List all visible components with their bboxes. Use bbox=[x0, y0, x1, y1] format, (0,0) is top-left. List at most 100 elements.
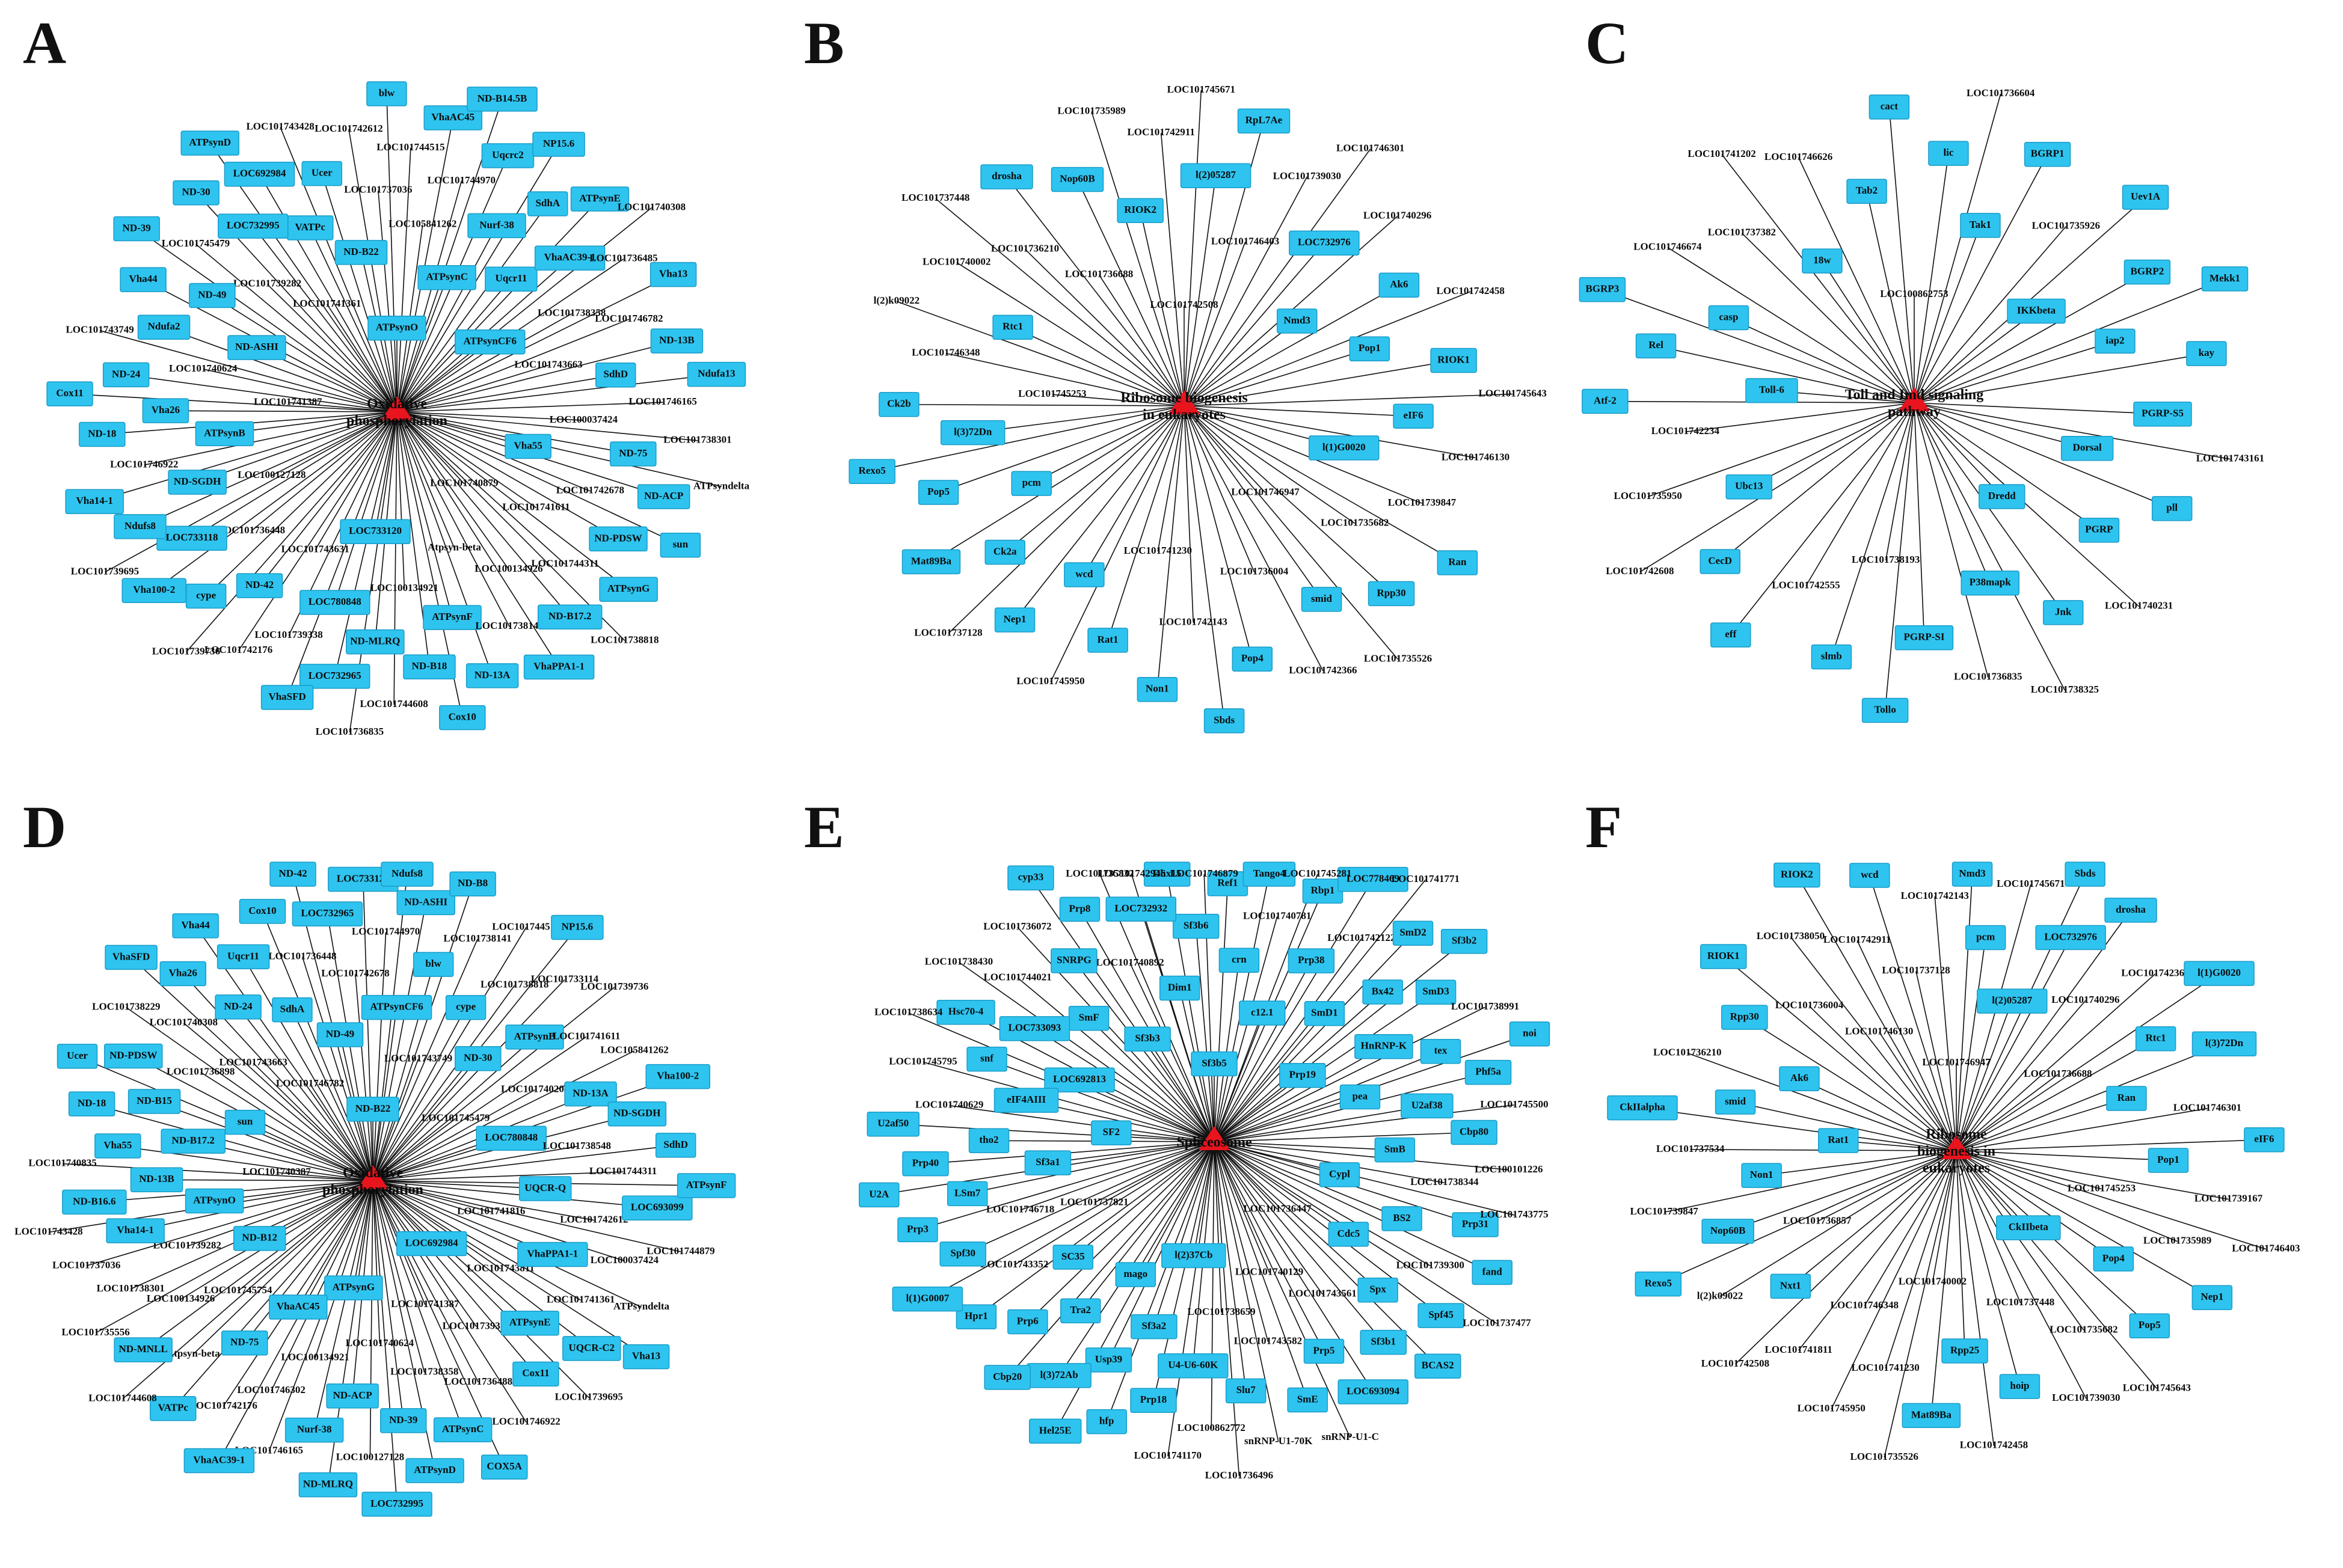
node-box bbox=[161, 1129, 226, 1154]
node-label: Tollo bbox=[1875, 703, 1896, 715]
edge bbox=[209, 142, 398, 412]
edge bbox=[200, 1071, 373, 1181]
edge bbox=[372, 1036, 587, 1181]
edge bbox=[1214, 1104, 1515, 1142]
node-box bbox=[292, 901, 363, 926]
node-loc101742678: LOC101742678 bbox=[321, 967, 389, 979]
node-label: LOC101743749 bbox=[66, 324, 134, 335]
edge bbox=[1017, 977, 1215, 1142]
node-label: LOC101738991 bbox=[1451, 1000, 1519, 1012]
node-loc100101226: LOC100101226 bbox=[1475, 1163, 1543, 1175]
edge bbox=[1657, 1150, 1957, 1285]
edge bbox=[1956, 973, 2220, 1151]
edge bbox=[1956, 1074, 2059, 1151]
node-label: Nurf-38 bbox=[479, 219, 514, 230]
node-prp5: Prp5 bbox=[1303, 1338, 1345, 1364]
edge bbox=[1080, 1141, 1215, 1311]
edge bbox=[1184, 405, 1356, 524]
node-box bbox=[340, 519, 411, 544]
node-loc101746782: LOC101746782 bbox=[595, 313, 663, 324]
node-loc101742678: LOC101742678 bbox=[556, 485, 624, 496]
edge bbox=[277, 1172, 373, 1181]
node-box bbox=[984, 539, 1025, 565]
node-box bbox=[130, 1167, 183, 1193]
edge bbox=[186, 1180, 373, 1247]
node-ndufs8: Ndufs8 bbox=[381, 862, 434, 887]
node-atpsync: ATPsynC bbox=[417, 265, 476, 290]
node-label: LOC101741361 bbox=[293, 298, 361, 309]
node-label: Tak1 bbox=[1970, 219, 1991, 230]
node-box bbox=[1582, 388, 1629, 414]
edge bbox=[967, 1141, 1215, 1195]
node-nd-b16-6: ND-B16.6 bbox=[62, 1189, 127, 1215]
node-box bbox=[1960, 213, 2001, 238]
node-loc101742176: LOC101742176 bbox=[189, 1400, 257, 1411]
node-loc101739847: LOC101739847 bbox=[1630, 1205, 1698, 1217]
node-label: Tango4 bbox=[1253, 868, 1286, 879]
node-label: LOC101742143 bbox=[1159, 616, 1227, 627]
edge bbox=[396, 411, 571, 617]
edge bbox=[1822, 260, 1915, 403]
node-loc101736447: LOC101736447 bbox=[1243, 1202, 1312, 1214]
node-label: LOC101735526 bbox=[1364, 653, 1432, 664]
node-box bbox=[947, 1181, 988, 1207]
node-label: fand bbox=[1482, 1266, 1503, 1277]
hub-node bbox=[357, 1165, 388, 1189]
node-eif4aiii: eIF4AIII bbox=[993, 1088, 1059, 1113]
node-label: LOC101746165 bbox=[629, 396, 697, 407]
node-box bbox=[2060, 436, 2114, 461]
edge bbox=[1914, 402, 2140, 607]
node-label: LOC101743775 bbox=[1480, 1208, 1548, 1220]
node-box bbox=[1472, 1260, 1512, 1285]
node-box bbox=[396, 1231, 467, 1257]
node-vhasfd: VhaSFD bbox=[260, 685, 314, 710]
node-label: ATPsynC bbox=[426, 271, 468, 283]
edge bbox=[372, 1180, 545, 1189]
node-label: ND-ASHI bbox=[235, 341, 278, 352]
node-label: VhaAC45 bbox=[277, 1300, 320, 1312]
edge bbox=[1214, 1141, 1325, 1352]
node-loc101739338: LOC101739338 bbox=[443, 1320, 511, 1332]
node-atf-2: Atf-2 bbox=[1582, 388, 1629, 414]
node-mago: mago bbox=[1115, 1262, 1156, 1287]
edge bbox=[396, 374, 616, 412]
node-box bbox=[1802, 248, 1843, 274]
node-nd-sgdh: ND-SGDH bbox=[607, 1101, 667, 1127]
edge bbox=[223, 1180, 373, 1407]
node-label: LOC101740781 bbox=[1243, 910, 1311, 921]
edge bbox=[1956, 1038, 2157, 1151]
node-label: LOC101746947 bbox=[1922, 1056, 1991, 1068]
node-label: LOC101737448 bbox=[901, 192, 969, 203]
node-box bbox=[660, 532, 701, 558]
node-box bbox=[1961, 570, 2019, 596]
edge bbox=[1214, 960, 1240, 1142]
node-label: LOC101741230 bbox=[1124, 545, 1192, 556]
node-box bbox=[299, 590, 370, 615]
node-loc101741387: LOC101741387 bbox=[254, 396, 322, 407]
edge bbox=[197, 411, 398, 483]
node-label: ND-18 bbox=[88, 427, 116, 439]
node-label: BGRP3 bbox=[1586, 283, 1620, 294]
node-dredd: Dredd bbox=[1979, 484, 2025, 509]
edge bbox=[1687, 1052, 1957, 1151]
node-label: LOC101741387 bbox=[391, 1298, 459, 1309]
edge bbox=[1885, 1150, 1957, 1369]
edge bbox=[244, 1180, 373, 1344]
node-loc101739695: LOC101739695 bbox=[71, 565, 139, 577]
node-label: Rtc1 bbox=[1003, 320, 1023, 332]
node-box bbox=[1420, 1039, 1461, 1064]
edge bbox=[372, 1058, 479, 1181]
edge bbox=[1914, 402, 1989, 678]
node-nd-b17-2: ND-B17.2 bbox=[161, 1129, 226, 1154]
node-loc101746301: LOC101746301 bbox=[2173, 1102, 2241, 1113]
node-label: LOC101741387 bbox=[254, 396, 322, 407]
node-label: LOC732965 bbox=[301, 907, 354, 919]
node-label: VhaPPA1-1 bbox=[527, 1248, 578, 1259]
node-box bbox=[1172, 913, 1220, 939]
node-box bbox=[1301, 587, 1342, 612]
node-dorsal: Dorsal bbox=[2060, 436, 2114, 461]
edge bbox=[1888, 106, 1915, 403]
edge bbox=[1214, 1105, 1427, 1142]
node-lic: lic bbox=[1928, 141, 1969, 166]
node-label: pll bbox=[2166, 502, 2178, 513]
